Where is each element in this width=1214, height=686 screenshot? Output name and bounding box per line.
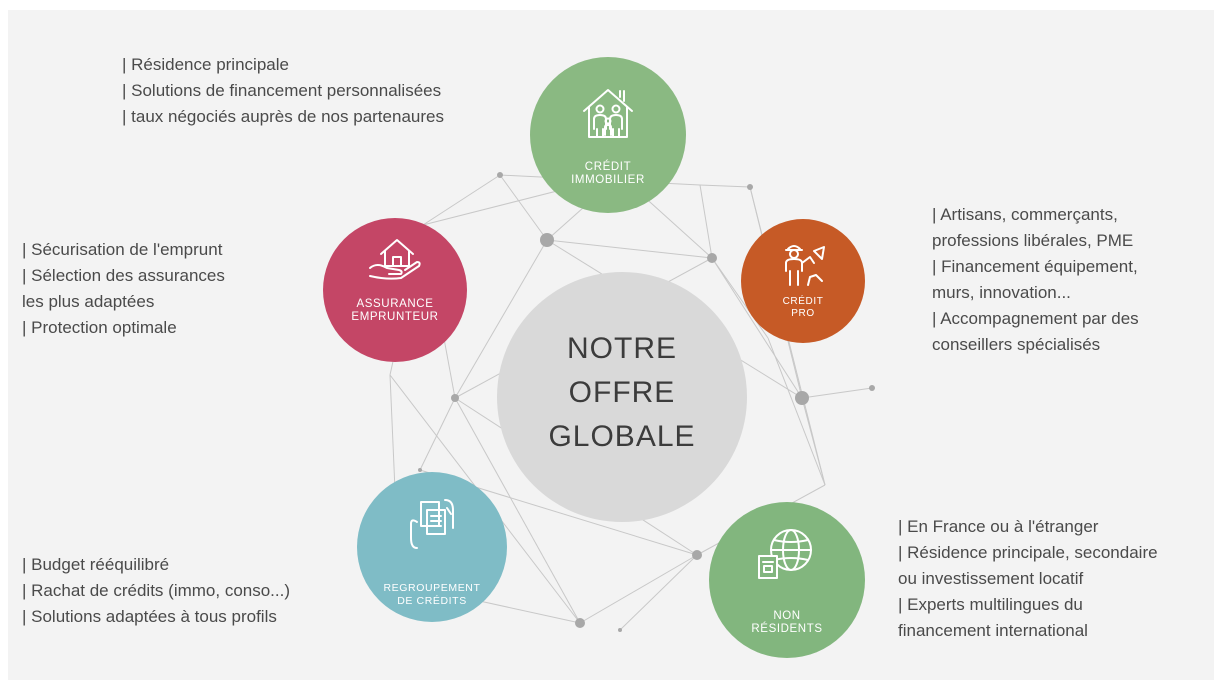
circle-label: DE CRÉDITS xyxy=(397,595,467,607)
non-residents-line: | Résidence principale, secondaire xyxy=(898,543,1158,562)
pro-line: professions libérales, PME xyxy=(932,231,1134,250)
credit-pro-circle[interactable]: CRÉDIT PRO xyxy=(741,219,865,343)
assurance-description: | Sécurisation de l'emprunt | Sélection … xyxy=(22,237,225,341)
circle-label: PRO xyxy=(791,308,815,319)
worker-icon xyxy=(785,245,825,286)
non-residents-circle[interactable]: NON RÉSIDENTS xyxy=(709,502,865,658)
assurance-emprunteur-circle[interactable]: ASSURANCE EMPRUNTEUR xyxy=(323,218,467,362)
pro-description: | Artisans, commerçants, professions lib… xyxy=(932,202,1139,358)
documents-hands-icon xyxy=(410,499,454,549)
regroupement-credits-circle[interactable]: REGROUPEMENT DE CRÉDITS xyxy=(357,472,507,622)
assurance-line: | Sécurisation de l'emprunt xyxy=(22,240,223,259)
pro-line: conseillers spécialisés xyxy=(932,335,1101,354)
circle-label: NON xyxy=(773,610,801,622)
non-residents-line: ou investissement locatif xyxy=(898,569,1084,588)
regroupement-description: | Budget rééquilibré | Rachat de crédits… xyxy=(22,552,290,630)
center-title-line: NOTRE xyxy=(567,332,677,365)
pro-line: | Accompagnement par des xyxy=(932,309,1139,328)
regroupement-line: | Budget rééquilibré xyxy=(22,555,170,574)
circle-label: RÉSIDENTS xyxy=(751,623,823,635)
pro-line: | Artisans, commerçants, xyxy=(932,205,1118,224)
regroupement-line: | Rachat de crédits (immo, conso...) xyxy=(22,581,291,600)
circle-label: IMMOBILIER xyxy=(571,174,645,186)
immobilier-line: | Résidence principale xyxy=(122,55,289,74)
circle-label: EMPRUNTEUR xyxy=(351,311,439,323)
globe-icon xyxy=(758,529,812,579)
assurance-line: | Protection optimale xyxy=(22,318,177,337)
assurance-line: les plus adaptées xyxy=(22,292,155,311)
center-title-line: OFFRE xyxy=(568,376,676,409)
non-residents-line: financement international xyxy=(898,621,1088,640)
circle-label: ASSURANCE xyxy=(356,298,434,310)
non-residents-line: | Experts multilingues du xyxy=(898,595,1083,614)
circle-label: CRÉDIT xyxy=(782,296,824,307)
circle-label: REGROUPEMENT xyxy=(383,582,481,594)
credit-immobilier-circle[interactable]: CRÉDIT IMMOBILIER xyxy=(530,57,686,213)
immobilier-line: | Solutions de financement personnalisée… xyxy=(122,81,442,100)
non-residents-line: | En France ou à l'étranger xyxy=(898,517,1099,536)
assurance-line: | Sélection des assurances xyxy=(22,266,225,285)
center-title-line: GLOBALE xyxy=(548,420,696,453)
immobilier-line: | taux négociés auprès de nos partenaure… xyxy=(122,107,444,126)
pro-line: | Financement équipement, xyxy=(932,257,1138,276)
regroupement-line: | Solutions adaptées à tous profils xyxy=(22,607,277,626)
house-family-icon xyxy=(583,89,633,138)
house-hand-icon xyxy=(369,239,421,280)
center-circle: NOTRE OFFRE GLOBALE xyxy=(497,272,747,522)
pro-line: murs, innovation... xyxy=(932,283,1071,302)
immobilier-description: | Résidence principale | Solutions de fi… xyxy=(122,52,444,130)
non-residents-description: | En France ou à l'étranger | Résidence … xyxy=(898,514,1158,644)
circle-label: CRÉDIT xyxy=(584,161,632,173)
